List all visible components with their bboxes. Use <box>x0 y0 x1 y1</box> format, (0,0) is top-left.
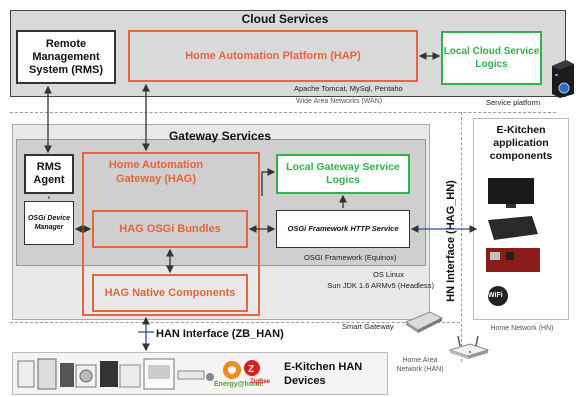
hag-native-box: HAG Native Components <box>92 274 248 312</box>
hn-router-icon <box>448 334 490 360</box>
energy-home-logo: Z Energy@home <box>212 358 270 392</box>
server-icon <box>548 58 576 98</box>
han-divider <box>10 322 460 323</box>
service-platform-label: Service platform <box>486 98 541 107</box>
hag-box <box>82 152 260 316</box>
gateway-services-title: Gateway Services <box>168 129 272 143</box>
hap-label: Home Automation Platform (HAP) <box>185 50 361 62</box>
hap-tech-stack: Apache Tomcat, MySql, Pentaho <box>294 84 403 93</box>
hag-osgi-bundles-label: HAG OSGi Bundles <box>119 223 221 235</box>
hn-network-label: Home Network (HN) <box>490 325 554 332</box>
smart-gateway-device-icon <box>404 308 444 334</box>
os-linux-label: OS Linux <box>373 270 404 279</box>
osgi-device-manager-box: OSGi Device Manager <box>24 201 74 245</box>
local-cloud-box: Local Cloud Service Logics <box>441 31 542 85</box>
jdk-label: Sun JDK 1.6 ARMv5 (Headless) <box>327 281 434 290</box>
osgi-http-box: OSGi Framework HTTP Service <box>276 210 410 248</box>
energy-home-logo-text: Energy@home <box>214 381 264 388</box>
cloud-services-title: Cloud Services <box>241 12 329 26</box>
osgi-http-label: OSGi Framework HTTP Service <box>287 224 399 233</box>
hag-native-label: HAG Native Components <box>104 287 236 299</box>
zigbee-logo: ZigBee <box>250 379 271 385</box>
wan-label: Wide Area Networks (WAN) <box>296 98 383 105</box>
hag-to-local-gateway-arrow <box>261 168 276 196</box>
appliances-image <box>16 355 216 391</box>
hn-divider <box>461 112 462 362</box>
local-cloud-label: Local Cloud Service Logics <box>443 46 540 70</box>
han-interface-label: HAN Interface (ZB_HAN) <box>156 328 284 340</box>
smart-gateway-label: Smart Gateway <box>342 322 394 331</box>
hag-label-wrap: Home Automation Gateway (HAG) <box>86 156 226 188</box>
rms-box: Remote Management System (RMS) <box>16 30 116 84</box>
local-gateway-box: Local Gateway Service Logics <box>276 154 410 194</box>
hap-box: Home Automation Platform (HAP) <box>128 30 418 82</box>
rms-label: Remote Management System (RMS) <box>29 37 103 76</box>
local-gateway-label: Local Gateway Service Logics <box>286 161 400 186</box>
wan-divider <box>10 112 556 113</box>
osgi-equinox-label: OSGI Framework (Equinox) <box>304 253 397 262</box>
rms-agent-label: RMS Agent <box>33 161 65 186</box>
hn-components-title: E-Kitchen application components <box>489 123 553 162</box>
hag-label: Home Automation Gateway (HAG) <box>108 159 204 185</box>
han-interface-wrap: HAN Interface (ZB_HAN) <box>156 324 326 340</box>
svg-text:Z: Z <box>248 364 254 375</box>
hag-osgi-bundles-box: HAG OSGi Bundles <box>92 210 248 248</box>
wifi-logo: WiFi <box>488 292 503 299</box>
osgi-device-manager-label: OSGi Device Manager <box>27 215 71 231</box>
han-network-label: Home Area Network (HAN) <box>396 357 444 373</box>
han-devices-label: E-Kitchen HAN Devices <box>284 361 363 387</box>
hn-devices-image: WiFi <box>484 172 558 312</box>
rms-agent-box: RMS Agent <box>24 154 74 194</box>
